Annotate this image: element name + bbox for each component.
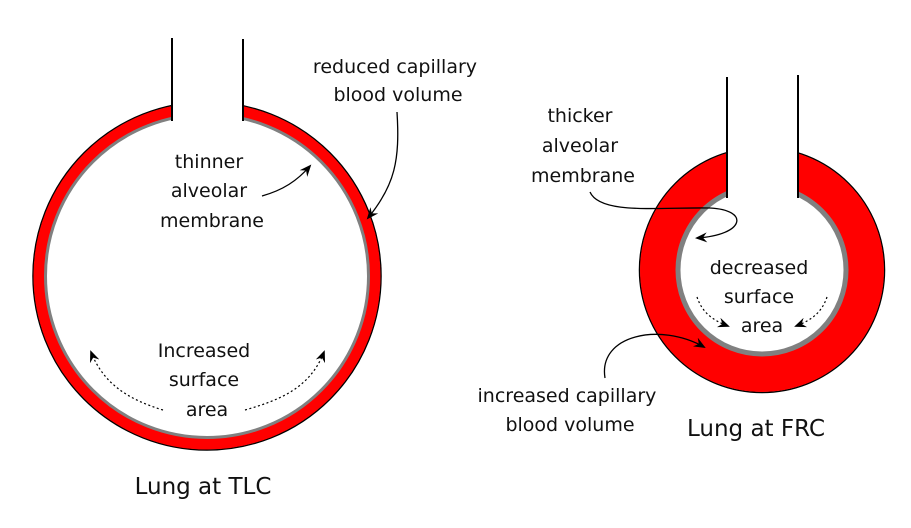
tlc-membrane-label: thinner alveolar membrane bbox=[160, 151, 264, 232]
frc-membrane-label: thicker alveolar membrane bbox=[531, 105, 635, 187]
tlc-membrane-arrow bbox=[261, 164, 312, 197]
tlc-alveolus bbox=[32, 38, 382, 451]
frc-capillary-arrow bbox=[603, 333, 706, 379]
frc-surface-label: decreased surface area bbox=[710, 257, 815, 337]
frc-membrane-arrow bbox=[589, 191, 738, 243]
frc-alveolus bbox=[638, 75, 886, 394]
tlc-title: Lung at TLC bbox=[135, 474, 272, 500]
tlc-surface-arrow-right bbox=[244, 350, 326, 411]
tlc-capillary-label: reduced capillary blood volume bbox=[313, 56, 483, 106]
tlc-surface-arrow-left bbox=[90, 350, 164, 411]
frc-title: Lung at FRC bbox=[687, 416, 825, 442]
frc-airway-gap bbox=[728, 140, 798, 205]
tlc-airway-gap bbox=[173, 90, 242, 130]
frc-surface-arrow-right bbox=[794, 296, 828, 328]
tlc-capillary-arrow bbox=[366, 111, 399, 220]
frc-capillary-label: increased capillary blood volume bbox=[478, 385, 663, 436]
tlc-surface-label: Increased surface area bbox=[158, 340, 257, 421]
